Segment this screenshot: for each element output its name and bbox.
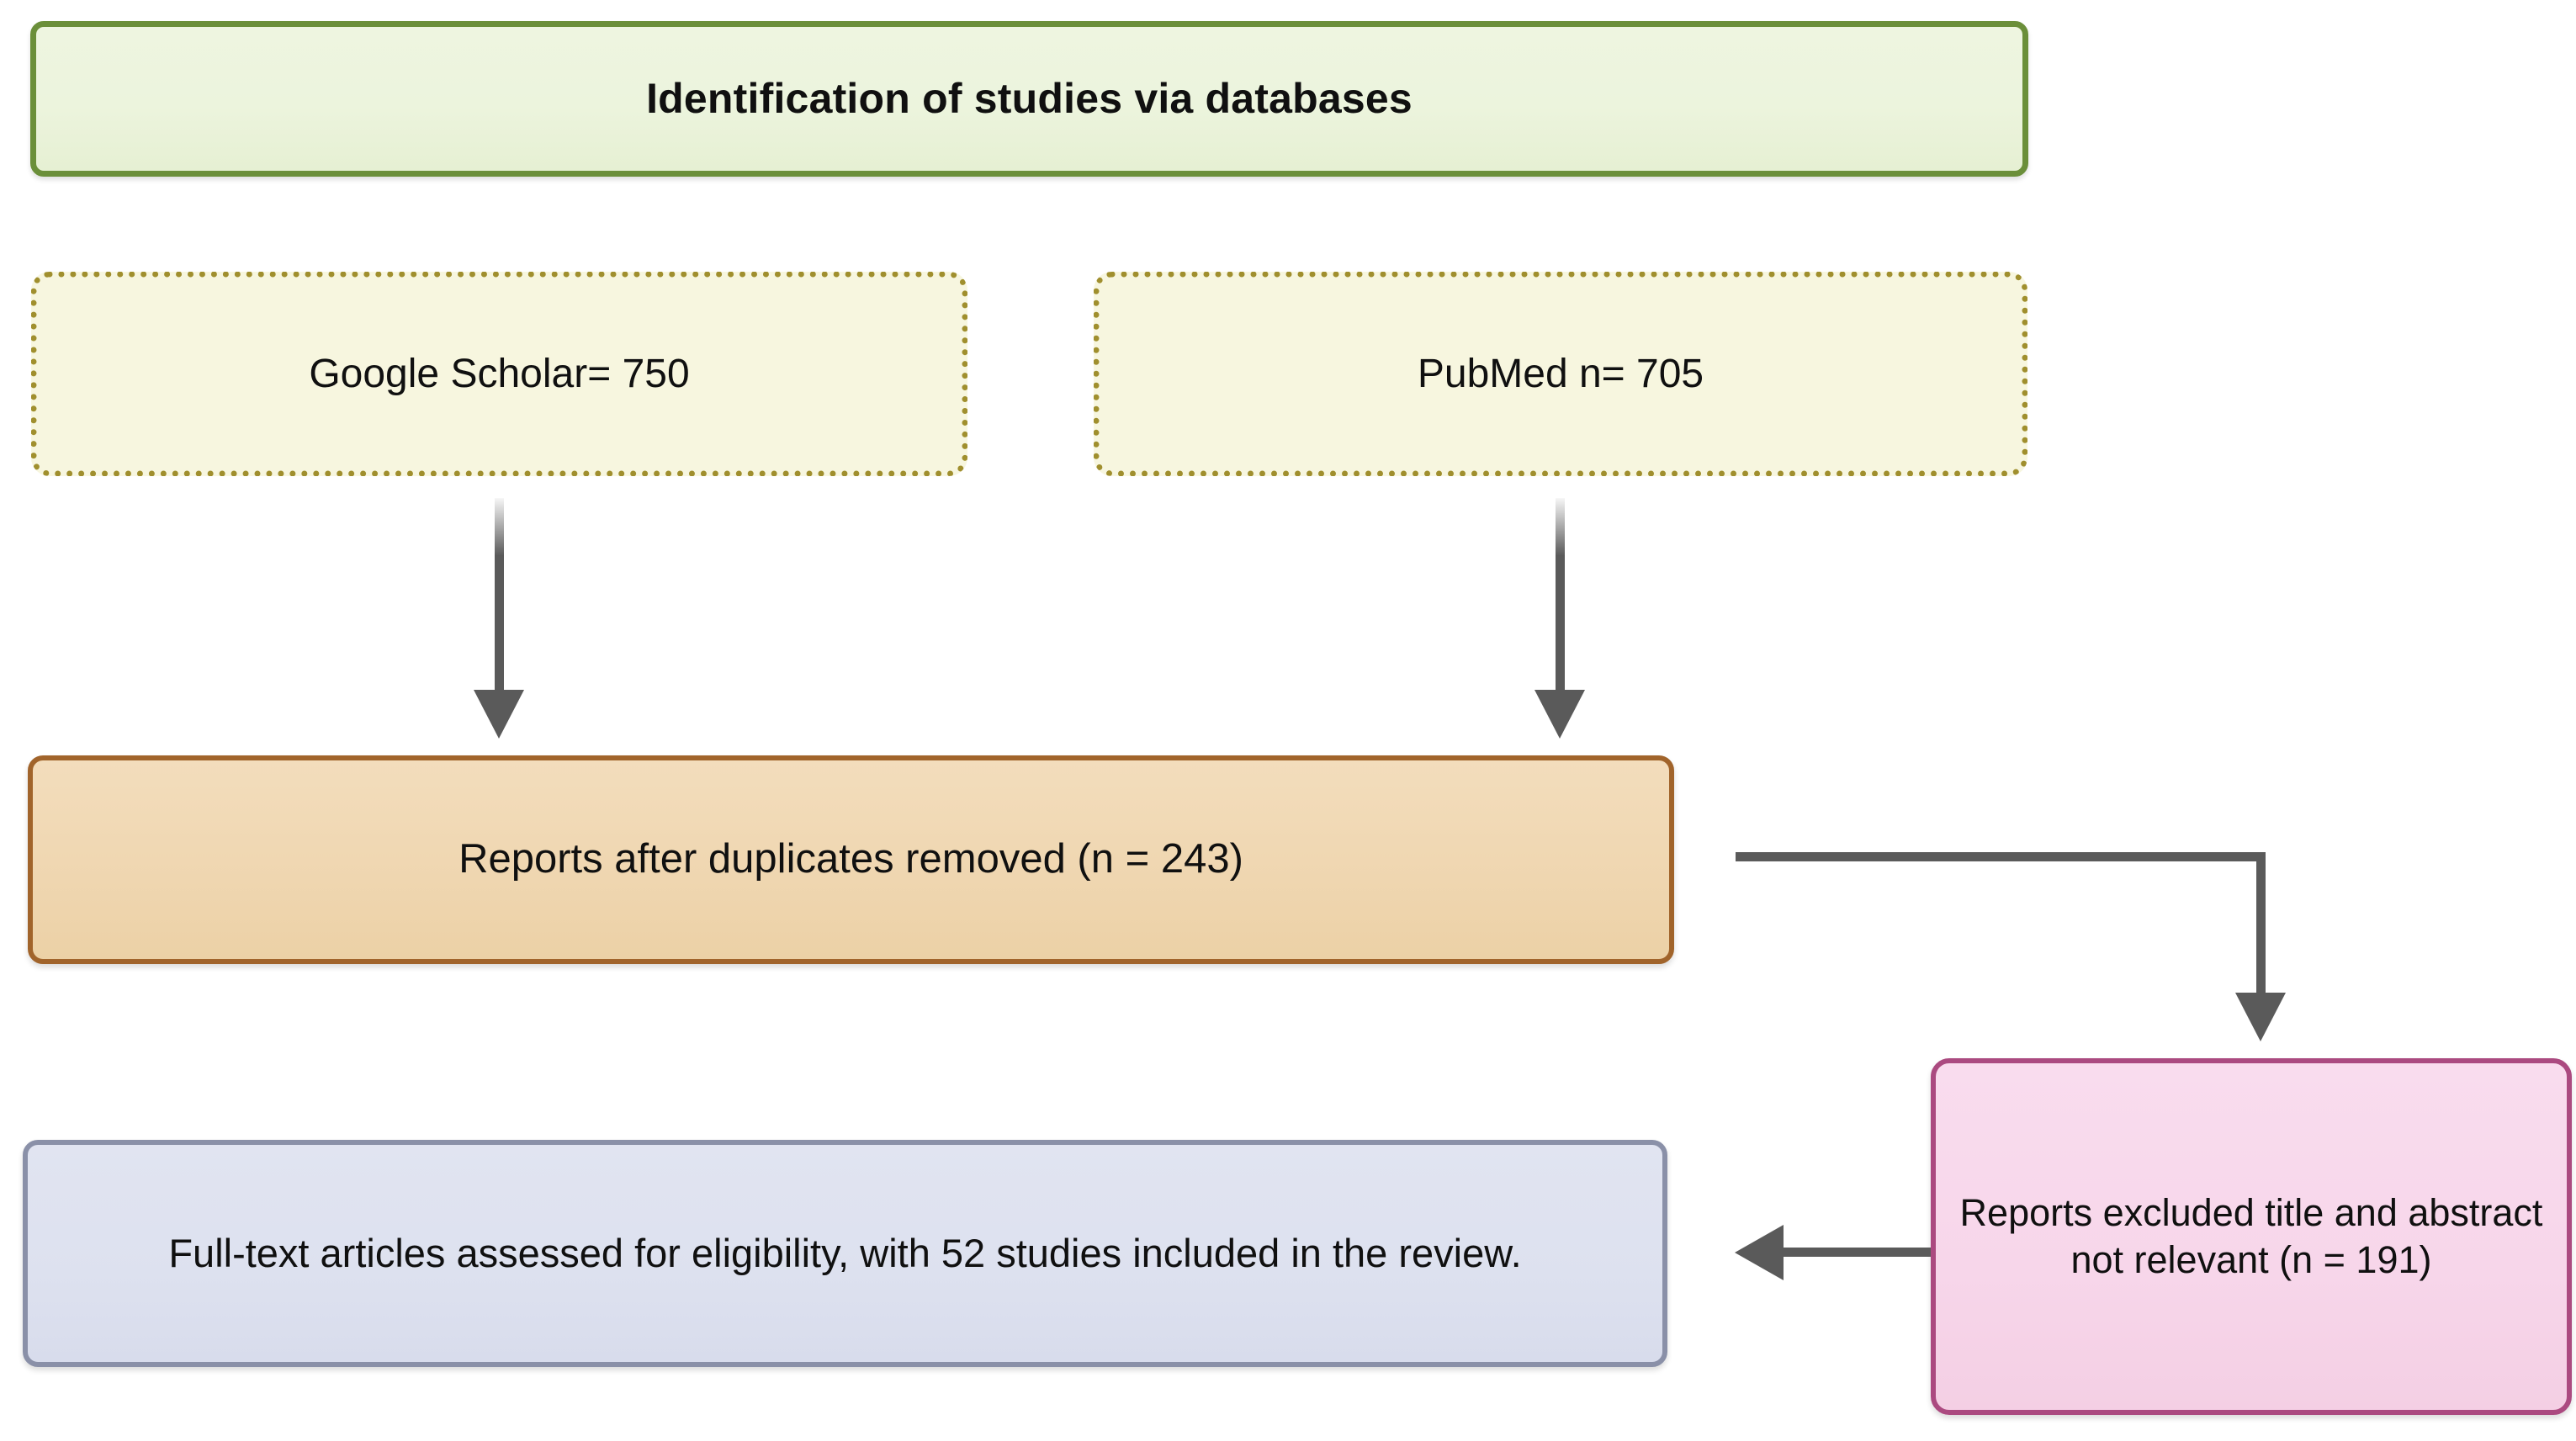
arrow-head-down-icon <box>1534 690 1585 739</box>
identification-header-box: Identification of studies via databases <box>30 21 2028 177</box>
arrow-head-down-icon <box>474 690 524 739</box>
identification-header-label: Identification of studies via databases <box>646 75 1413 123</box>
arrow-head-down-icon <box>2235 993 2286 1041</box>
connector-line-vertical <box>1556 498 1565 704</box>
source-box-google-scholar: Google Scholar= 750 <box>31 272 967 476</box>
connector-line-horizontal <box>1736 852 2266 861</box>
source-box-pubmed: PubMed n= 705 <box>1094 272 2027 476</box>
full-text-included-label: Full-text articles assessed for eligibil… <box>168 1230 1522 1275</box>
source-box-pubmed-label: PubMed n= 705 <box>1417 351 1704 396</box>
reports-excluded-label: Reports excluded title and abstract not … <box>1959 1190 2543 1281</box>
full-text-included-box: Full-text articles assessed for eligibil… <box>23 1140 1667 1367</box>
connector-line-horizontal <box>1784 1248 1931 1257</box>
connector-line-vertical <box>2256 852 2266 1004</box>
arrow-head-left-icon <box>1735 1225 1784 1280</box>
source-box-google-scholar-label: Google Scholar= 750 <box>309 351 690 396</box>
duplicates-removed-label: Reports after duplicates removed (n = 24… <box>458 836 1243 882</box>
reports-excluded-box: Reports excluded title and abstract not … <box>1931 1058 2572 1415</box>
connector-line-vertical <box>495 498 504 704</box>
duplicates-removed-box: Reports after duplicates removed (n = 24… <box>28 755 1674 964</box>
